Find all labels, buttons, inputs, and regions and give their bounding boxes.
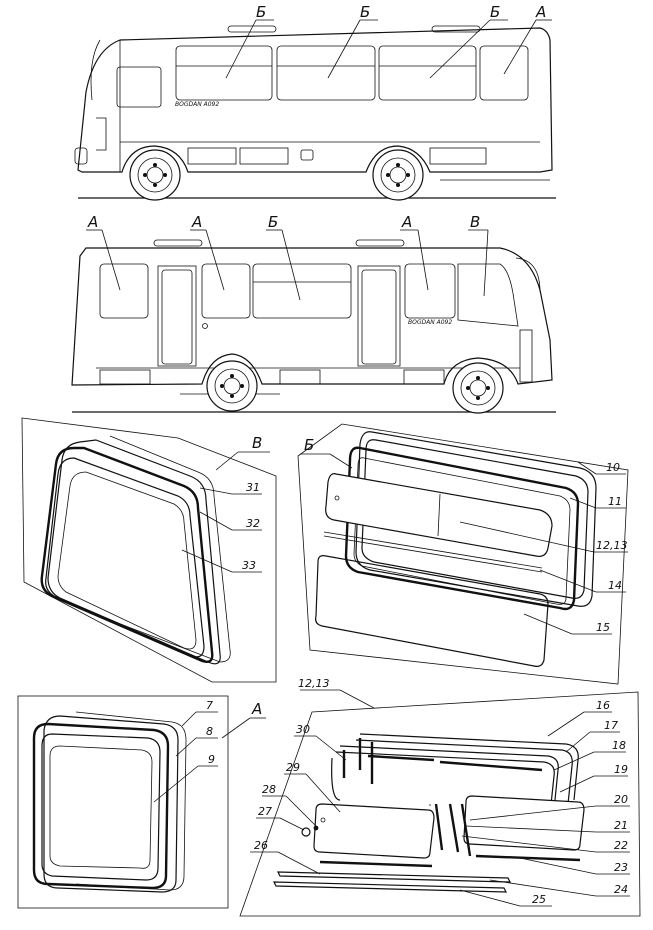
part-19: 19: [614, 763, 628, 776]
front-wheel-2: [452, 362, 504, 414]
part-7: 7: [206, 699, 213, 712]
part-11: 11: [608, 495, 622, 508]
svg-text:BOGDAN A092: BOGDAN A092: [408, 319, 452, 326]
panel-b-callouts: 10 11 12,13 14 15: [459, 461, 628, 635]
callout-b-4: Б: [268, 213, 278, 231]
panel-1213-exploded-frame: 12,13: [239, 677, 641, 917]
part-30: 30: [296, 723, 310, 736]
callout-v-1: В: [470, 213, 480, 231]
callout-a-1: А: [535, 3, 546, 21]
callout-b-3: Б: [490, 3, 500, 21]
part-31: 31: [246, 481, 260, 494]
part-18: 18: [612, 739, 626, 752]
panel-a-side-window: А: [17, 695, 266, 909]
bus1-callouts: Б Б Б А: [225, 3, 552, 79]
part-33: 33: [242, 559, 256, 572]
group-a-title: А: [251, 700, 262, 718]
part-25: 25: [532, 893, 546, 906]
part-15: 15: [596, 621, 610, 634]
part-28: 28: [262, 783, 276, 796]
svg-text:BOGDAN A092: BOGDAN A092: [175, 101, 219, 108]
callout-a-4: А: [401, 213, 412, 231]
callout-a-2: А: [87, 213, 98, 231]
rear-wheel-2: [206, 360, 258, 412]
part-29: 29: [286, 761, 300, 774]
rear-wheel: [372, 149, 424, 201]
part-26: 26: [254, 839, 268, 852]
callout-b-1: Б: [256, 3, 266, 21]
part-9: 9: [208, 753, 215, 766]
panel-b-sliding-window: Б: [297, 423, 629, 685]
part-22: 22: [614, 839, 628, 852]
part-10: 10: [606, 461, 620, 474]
group-1213-title: 12,13: [298, 677, 330, 690]
bus-right-side-view: BOGDAN A092: [71, 239, 556, 414]
panel-a-callouts: 7 8 9: [153, 699, 218, 803]
group-b-title: Б: [304, 436, 314, 454]
callout-b-2: Б: [360, 3, 370, 21]
bus-left-side-view: BOGDAN A092: [74, 25, 556, 201]
part-1213-b: 12,13: [596, 539, 628, 552]
front-wheel: [129, 149, 181, 201]
part-27: 27: [258, 805, 272, 818]
panel-v-callouts: 31 32 33: [181, 481, 262, 573]
group-v-title: В: [252, 434, 262, 452]
part-17: 17: [604, 719, 618, 732]
part-14: 14: [608, 579, 622, 592]
callout-a-3: А: [191, 213, 202, 231]
panel-v-front-window: В: [21, 417, 277, 683]
part-16: 16: [596, 699, 610, 712]
part-8: 8: [206, 725, 213, 738]
part-24: 24: [614, 883, 628, 896]
bus2-callouts: А А Б А В: [86, 213, 489, 301]
part-20: 20: [614, 793, 628, 806]
panel-1213-callouts: 16 17 18 19 20 21 22 23 24 25 26 27 28 2…: [250, 699, 630, 907]
part-23: 23: [614, 861, 628, 874]
part-21: 21: [614, 819, 628, 832]
part-32: 32: [246, 517, 260, 530]
